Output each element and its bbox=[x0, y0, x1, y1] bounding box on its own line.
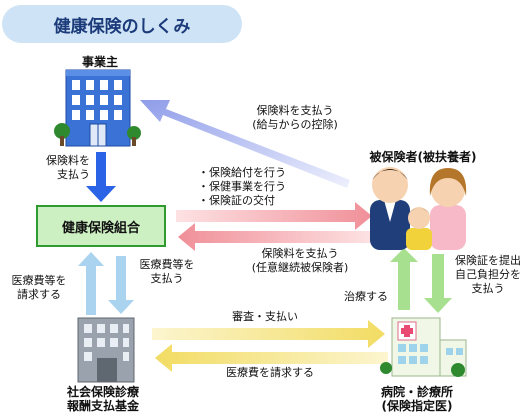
insured-to-hospital-label: 保険証を提出 自己負担分を 支払う bbox=[452, 254, 524, 295]
fund-to-union-label: 医療費等を 請求する bbox=[6, 274, 72, 302]
arrow-insured-to-union bbox=[178, 223, 372, 251]
page-title: 健康保険のしくみ bbox=[2, 5, 242, 43]
hospital-to-fund-label: 医療費を請求する bbox=[226, 366, 314, 379]
union-label: 健康保険組合 bbox=[61, 220, 140, 236]
insured-to-union-label-line2: (任意継続被保険者) bbox=[251, 260, 349, 274]
arrow-union-to-insured bbox=[176, 202, 372, 230]
insured-to-hospital-label-line3: 支払う bbox=[471, 281, 505, 295]
arrow-fund-to-hospital bbox=[152, 320, 385, 348]
arrow-fund-to-union bbox=[78, 252, 104, 315]
fund-to-hospital-label: 審査・支払い bbox=[232, 310, 298, 323]
insured-to-employer-label: 保険料を支払う (給与からの控除) bbox=[225, 104, 365, 132]
hospital-label-line1: 病院・診療所 bbox=[380, 385, 453, 399]
union-to-fund-label-line1: 医療費等を bbox=[139, 258, 195, 271]
insured-to-union-label: 保険料を支払う (任意継続被保険者) bbox=[230, 247, 370, 275]
hospital-to-insured-label: 治療する bbox=[344, 290, 388, 303]
insured-to-employer-label-line2: (給与からの控除) bbox=[252, 117, 338, 131]
fund-to-union-label-line1: 医療費等を bbox=[11, 274, 67, 287]
employer-label: 事業主 bbox=[81, 55, 118, 69]
arrow-hospital-to-insured bbox=[390, 248, 418, 310]
arrow-union-to-fund bbox=[108, 256, 134, 314]
arrow-hospital-to-fund bbox=[155, 344, 388, 372]
hospital-label: 病院・診療所 (保険指定医) bbox=[362, 385, 472, 414]
fund-label-line2: 報酬支払基金 bbox=[66, 399, 139, 414]
insured-label: 被保険者(被扶養者) bbox=[369, 150, 477, 164]
employer-to-union-label: 保険料を 支払う bbox=[30, 154, 90, 182]
insured-to-hospital-label-line1: 保険証を提出 bbox=[455, 254, 521, 267]
fund-to-union-label-line2: 請求する bbox=[17, 287, 61, 301]
insured-to-hospital-label-line2: 自己負担分を bbox=[455, 267, 521, 281]
employer-building-icon bbox=[54, 69, 141, 147]
union-box: 健康保険組合 bbox=[36, 205, 166, 247]
union-to-insured-label-line3: ・保険証の交付 bbox=[198, 193, 275, 207]
employer-to-union-label-line2: 支払う bbox=[57, 167, 90, 181]
family-icon bbox=[370, 167, 467, 250]
insured-to-employer-label-line1: 保険料を支払う bbox=[256, 104, 334, 117]
union-to-insured-label-line1: ・保険給付を行う bbox=[198, 166, 286, 179]
fund-label: 社会保険診療 報酬支払基金 bbox=[48, 385, 158, 414]
union-to-insured-label: ・保険給付を行う ・保健事業を行う ・保険証の交付 bbox=[198, 166, 308, 207]
arrow-insured-to-hospital bbox=[424, 254, 452, 313]
union-to-insured-label-line2: ・保健事業を行う bbox=[198, 179, 286, 193]
hospital-label-line2: (保険指定医) bbox=[381, 399, 453, 414]
arrow-insured-to-employer bbox=[140, 100, 350, 188]
arrow-employer-to-union bbox=[86, 152, 116, 202]
insured-to-union-label-line1: 保険料を支払う bbox=[261, 247, 339, 260]
employer-to-union-label-line1: 保険料を bbox=[46, 154, 90, 167]
fund-label-line1: 社会保険診療 bbox=[66, 385, 139, 399]
union-to-fund-label-line2: 支払う bbox=[150, 271, 184, 285]
fund-building-icon bbox=[77, 317, 135, 383]
hospital-building-icon bbox=[380, 317, 467, 377]
union-to-fund-label: 医療費等を 支払う bbox=[134, 258, 200, 286]
